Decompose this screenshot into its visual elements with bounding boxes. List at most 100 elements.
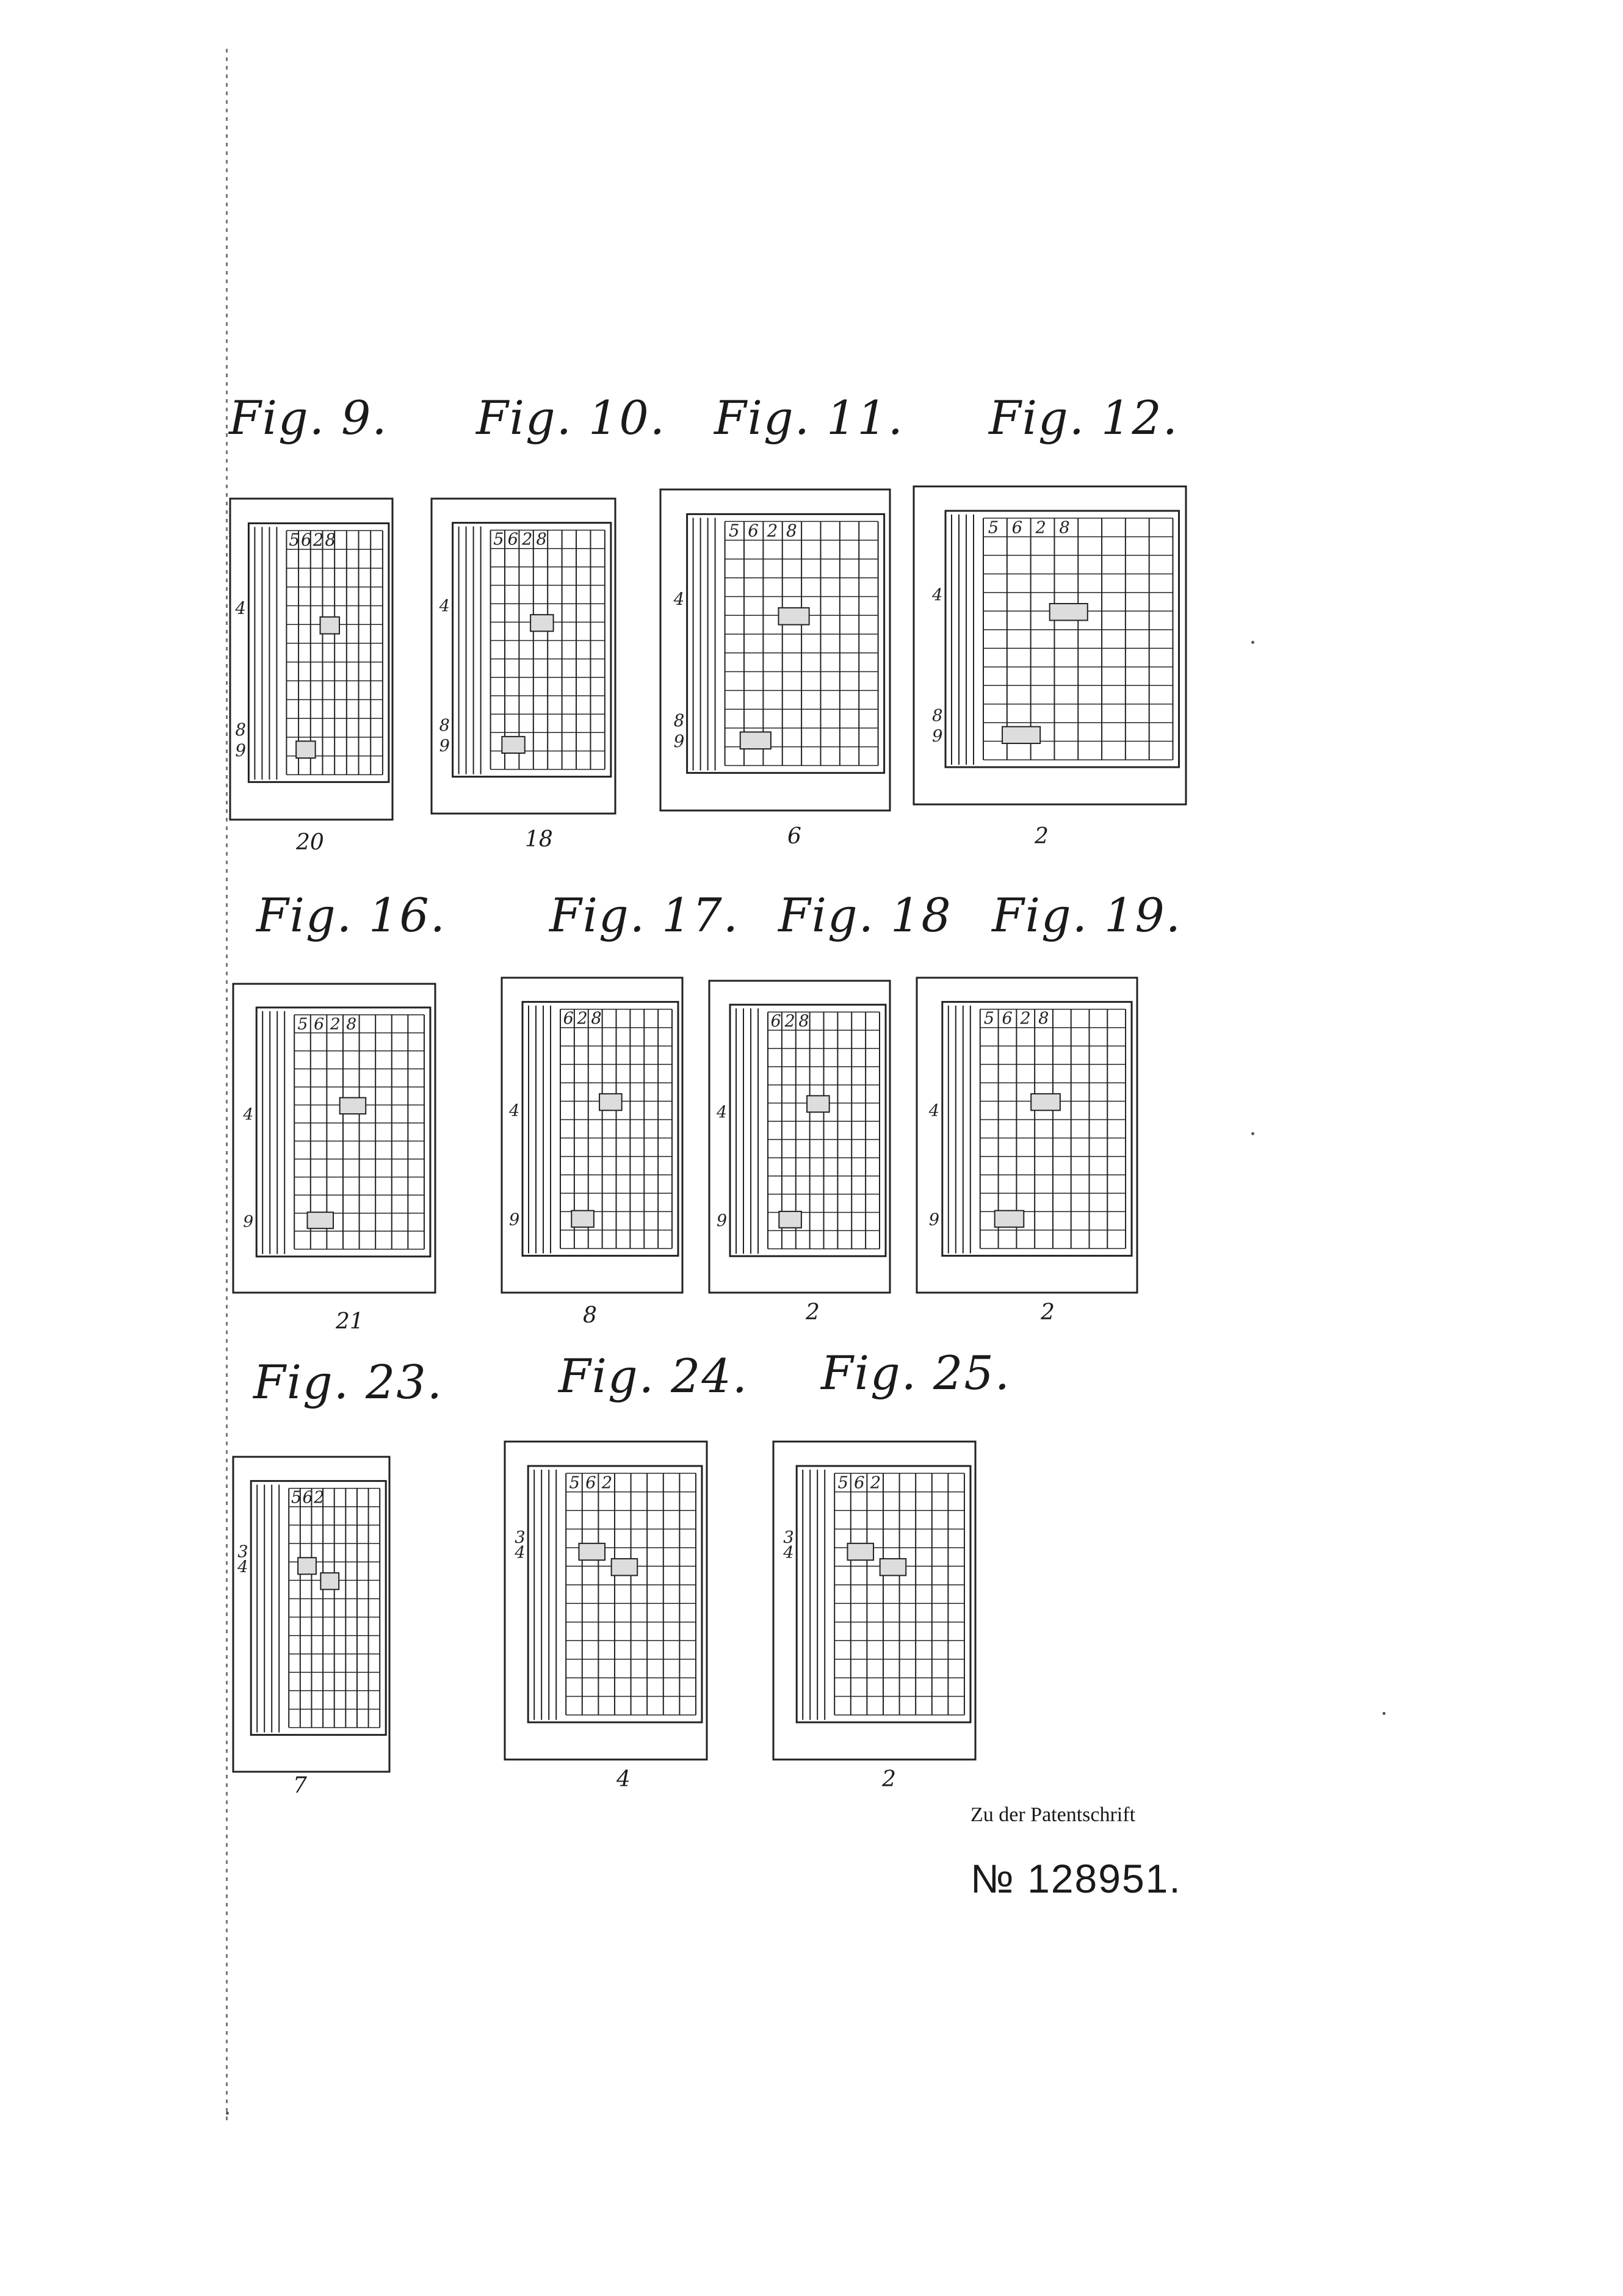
figure-label: Fig. 11.	[714, 391, 904, 445]
header-digit: 8	[1059, 518, 1069, 537]
outer-frame	[430, 497, 616, 815]
outer-frame	[504, 1440, 708, 1761]
figure-label: Fig. 17.	[549, 888, 739, 942]
row-number: 9	[929, 1211, 939, 1230]
marker-token	[739, 731, 772, 750]
marker-token	[339, 1097, 367, 1115]
figure-number: 2	[806, 1300, 820, 1325]
header-digit: 6	[1012, 518, 1022, 537]
header-digit: 8	[798, 1012, 809, 1031]
marker-token	[319, 616, 341, 635]
outer-frame	[913, 485, 1187, 806]
marker-token	[501, 735, 526, 754]
marker-token	[599, 1093, 623, 1111]
row-number: 9	[243, 1212, 253, 1231]
inner-frame	[527, 1465, 703, 1724]
figure-number: 20	[296, 830, 324, 855]
figure-number: 7	[293, 1773, 307, 1798]
figure-label: Fig. 12.	[989, 391, 1179, 445]
figure-label: Fig. 18	[778, 888, 952, 942]
row-number: 8	[235, 720, 246, 740]
header-digit: 6	[301, 530, 312, 550]
header-digit: 6	[314, 1014, 324, 1033]
inner-frame	[941, 1001, 1133, 1257]
row-number: 4	[242, 1105, 253, 1124]
header-digit: 6	[585, 1473, 596, 1492]
marker-token	[610, 1558, 638, 1576]
inner-frame	[255, 1006, 432, 1258]
header-digit: 2	[1035, 518, 1046, 537]
header-digit: 5	[838, 1473, 848, 1492]
marker-token	[778, 607, 810, 626]
speck	[226, 2112, 229, 2115]
marker-token	[297, 1557, 317, 1575]
figure-label: Fig. 25.	[821, 1346, 1011, 1400]
figure-label: Fig. 24.	[558, 1349, 748, 1403]
figure-label: Fig. 16.	[256, 888, 446, 942]
header-digit: 6	[1002, 1009, 1013, 1028]
outer-frame	[232, 1456, 391, 1773]
figure-label: Fig. 10.	[476, 391, 666, 445]
header-digit: 8	[1038, 1009, 1049, 1028]
header-digit: 5	[289, 530, 300, 550]
header-digit: 2	[601, 1473, 612, 1492]
marker-token	[295, 740, 316, 759]
figure-number: 21	[336, 1309, 364, 1334]
figure-label: Fig. 23.	[253, 1355, 443, 1409]
marker-token	[306, 1211, 334, 1229]
row-number: 4	[508, 1102, 519, 1121]
header-digit: 5	[291, 1489, 302, 1507]
row-number: 9	[439, 737, 450, 756]
row-number: 3	[237, 1542, 248, 1561]
outer-frame	[772, 1440, 977, 1761]
inner-frame	[795, 1465, 972, 1724]
speck	[1251, 1132, 1254, 1135]
row-number: 4	[783, 1543, 793, 1562]
marker-token	[778, 1210, 802, 1229]
header-digit: 2	[1019, 1009, 1030, 1028]
figure-number: 6	[787, 824, 801, 849]
figure-number: 18	[525, 827, 553, 852]
header-digit: 6	[508, 530, 518, 549]
speck	[1251, 641, 1254, 644]
figure-number: 2	[882, 1767, 896, 1792]
figure-label: Fig. 9.	[229, 391, 388, 445]
marker-token	[320, 1572, 340, 1590]
figure-number: 4	[616, 1767, 631, 1792]
header-digit: 5	[569, 1473, 580, 1492]
outer-frame	[916, 977, 1138, 1294]
marker-token	[571, 1210, 595, 1228]
row-number: 4	[237, 1558, 248, 1576]
caption-text: Zu der Patentschrift	[971, 1803, 1136, 1826]
inner-frame	[521, 1001, 679, 1257]
marker-token	[806, 1095, 830, 1113]
inner-frame	[729, 1003, 887, 1257]
row-number: 9	[509, 1211, 519, 1230]
header-digit: 2	[784, 1012, 795, 1031]
header-digit: 5	[984, 1009, 994, 1028]
marker-token	[879, 1558, 907, 1576]
header-digit: 2	[313, 530, 324, 550]
row-number: 9	[235, 740, 246, 760]
header-digit: 2	[313, 1489, 324, 1507]
row-number: 4	[514, 1543, 525, 1562]
row-number: 4	[716, 1103, 727, 1122]
header-digit: 5	[729, 521, 740, 541]
row-number: 9	[717, 1211, 727, 1230]
figure-number: 8	[583, 1303, 597, 1328]
row-number: 8	[674, 710, 685, 731]
